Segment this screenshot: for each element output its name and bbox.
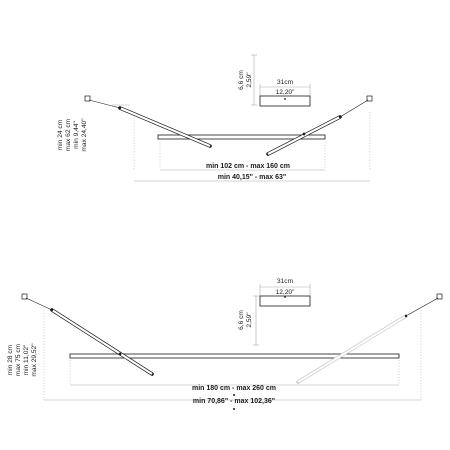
top-canopy-width-cm: 31cm	[277, 79, 294, 86]
bottom-drop-min-cm: min 28 cm	[7, 344, 14, 375]
top-drop-min-in: min 9,44"	[73, 121, 80, 149]
top-span-in: min 40,15" - max 63"	[218, 174, 287, 181]
bottom-span-cm: min 180 cm - max 260 cm	[192, 385, 276, 392]
bottom-drop-max-in: max 29,52"	[31, 343, 38, 377]
top-drop-min-cm: min 24 cm	[57, 119, 64, 150]
top-drop-max-cm: max 62 cm	[65, 118, 72, 151]
top-horizontal-bar	[157, 134, 326, 140]
bottom-drop-dimensions	[43, 310, 422, 400]
top-lamp-diagram: 6,6 cm 2,59" 31cm 12,20" min 24 cm max 6…	[57, 54, 373, 182]
bottom-lamp-diagram: 31cm 12,20" 6,6 cm 2,59" min 28 cm max 7…	[7, 278, 443, 410]
top-canopy-height-in: 2,59"	[246, 72, 253, 88]
bottom-drop-max-cm: max 75 cm	[15, 343, 22, 376]
bottom-right-arm	[296, 293, 443, 384]
bottom-canopy-height-cm: 6,6 cm	[238, 310, 245, 330]
top-drop-max-in: max 24,40"	[81, 118, 88, 152]
top-canopy-height-cm: 6,6 cm	[238, 70, 245, 90]
top-span-cm: min 102 cm - max 160 cm	[206, 163, 290, 170]
bottom-canopy-point	[284, 296, 286, 298]
bottom-canopy-width-cm: 31cm	[277, 278, 294, 285]
bottom-canopy	[259, 295, 311, 307]
bottom-canopy-dimensions	[253, 284, 311, 346]
top-drop-dimensions	[112, 104, 371, 170]
bottom-canopy-height-in: 2,59"	[246, 312, 253, 328]
top-left-arm	[84, 95, 212, 148]
bottom-span-dimensions	[44, 384, 421, 410]
top-canopy-dimensions	[251, 54, 311, 106]
bottom-span-in: min 70,86" - max 102,36"	[193, 398, 275, 405]
top-canopy-width-in: 12,20"	[276, 89, 296, 96]
top-span-dimensions	[134, 169, 370, 182]
bottom-horizontal-bar	[69, 353, 400, 359]
bottom-drop-min-in: min 11,02"	[23, 344, 30, 375]
top-canopy	[259, 95, 311, 107]
top-canopy-point	[284, 98, 286, 100]
bottom-canopy-width-in: 12,20"	[276, 289, 296, 296]
bottom-left-arm	[21, 293, 154, 376]
top-right-arm	[266, 95, 373, 156]
